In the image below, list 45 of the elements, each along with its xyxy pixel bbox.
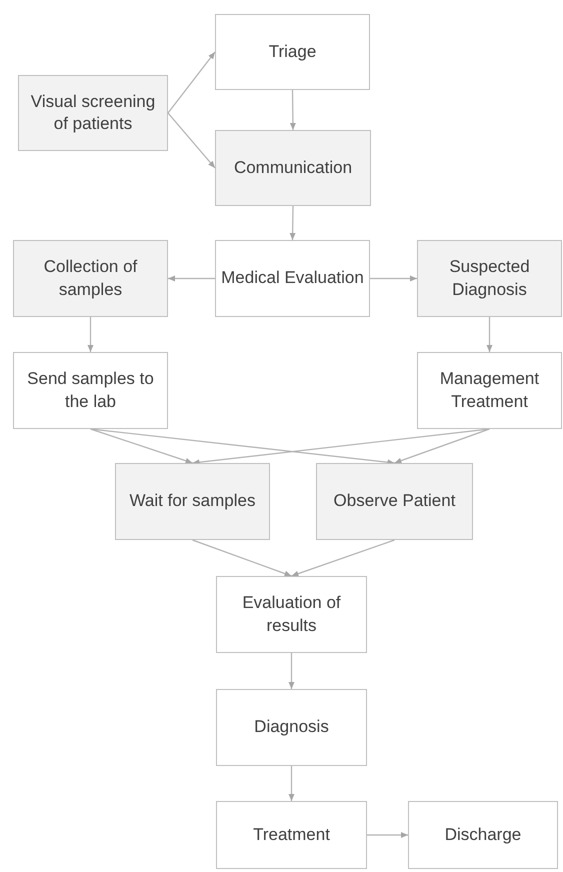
- box-label: Communication: [234, 156, 352, 179]
- box-label: Discharge: [444, 824, 522, 846]
- box-label: Triage: [268, 40, 316, 63]
- process-box: [216, 576, 367, 653]
- process-box: [216, 801, 367, 869]
- arrow: [90, 428, 193, 464]
- arrow: [288, 766, 294, 801]
- arrow: [367, 832, 408, 838]
- arrow: [486, 317, 492, 352]
- arrow: [192, 428, 490, 466]
- arrow: [88, 317, 94, 352]
- process-box: [408, 801, 558, 869]
- arrow: [288, 653, 294, 689]
- arrow: [370, 276, 417, 282]
- box-label: Management Treatment: [438, 368, 540, 412]
- box-label: Diagnosis: [254, 716, 329, 738]
- arrow: [291, 539, 395, 577]
- arrow: [290, 206, 296, 240]
- process-box: [417, 240, 562, 317]
- arrow: [168, 276, 215, 282]
- process-box: [215, 14, 370, 90]
- process-box: [13, 352, 168, 429]
- box-label: Medical Evaluation: [221, 267, 364, 290]
- box-label: Collection of samples: [42, 256, 138, 300]
- process-box: [316, 463, 473, 540]
- arrow: [192, 539, 292, 577]
- process-box: [215, 130, 371, 206]
- process-box: [216, 689, 367, 766]
- process-box: [215, 240, 370, 317]
- arrow: [168, 52, 216, 114]
- arrow: [290, 90, 296, 130]
- box-label: Treatment: [253, 824, 330, 846]
- box-label: Wait for samples: [130, 490, 256, 512]
- box-label: Visual screening of patients: [30, 90, 156, 135]
- box-label: Suspected Diagnosis: [448, 256, 531, 300]
- process-box: [417, 352, 562, 429]
- box-label: Observe Patient: [334, 490, 456, 512]
- box-label: Send samples to the lab: [26, 368, 155, 412]
- arrow: [394, 428, 490, 464]
- box-label: Evaluation of results: [241, 592, 342, 636]
- arrow: [168, 112, 216, 168]
- process-box: [115, 463, 270, 540]
- process-box: [18, 75, 168, 151]
- process-box: [13, 240, 168, 317]
- arrow: [90, 428, 395, 466]
